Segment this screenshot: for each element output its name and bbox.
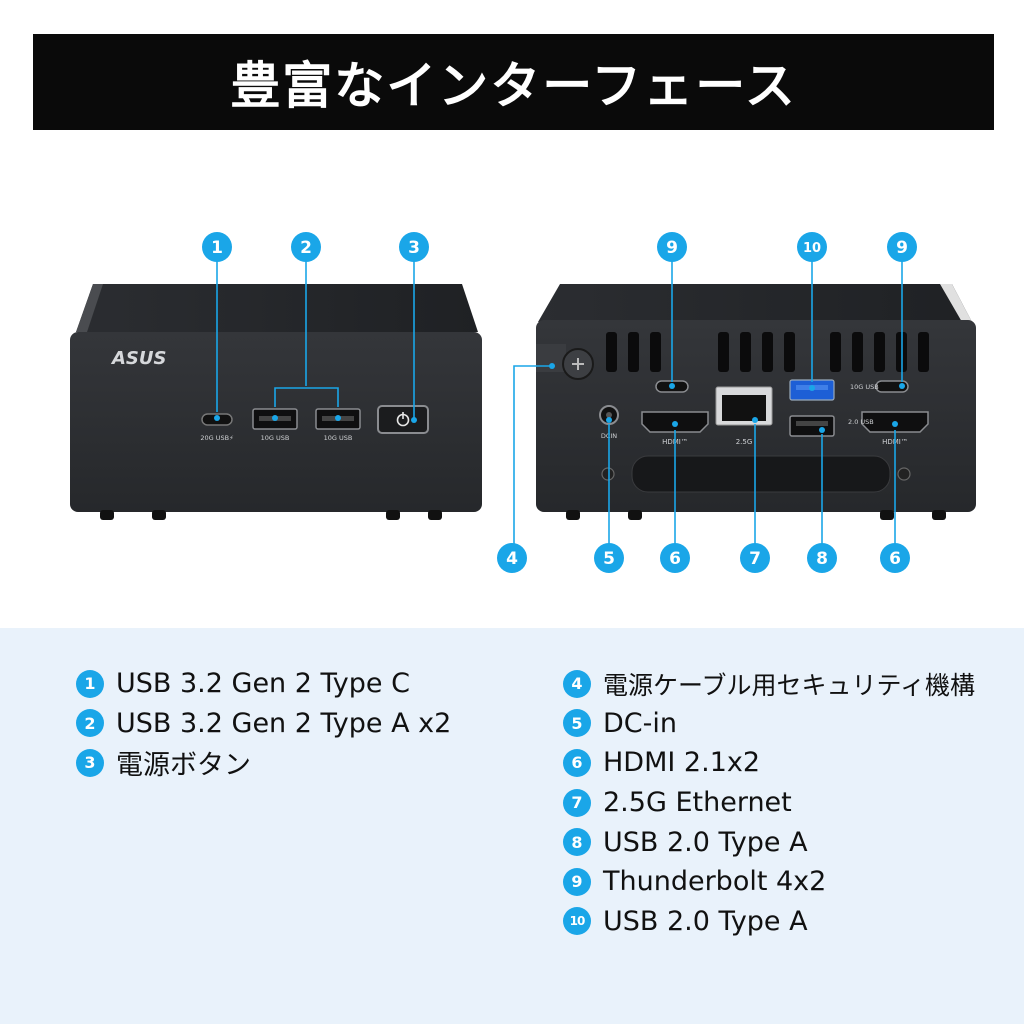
callout-badge: 5 xyxy=(594,543,624,573)
legend-number-badge: 8 xyxy=(563,828,591,857)
callout-badge: 2 xyxy=(291,232,321,262)
legend-label: USB 3.2 Gen 2 Type C xyxy=(116,668,410,700)
port-label: 20G USB⚡ xyxy=(200,434,234,442)
legend-column-left: 1 USB 3.2 Gen 2 Type C 2 USB 3.2 Gen 2 T… xyxy=(76,664,451,783)
callout-badge: 3 xyxy=(399,232,429,262)
svg-text:9: 9 xyxy=(896,238,908,258)
svg-text:10: 10 xyxy=(803,241,821,256)
page-title: 豊富なインターフェース xyxy=(33,34,994,130)
svg-text:6: 6 xyxy=(669,549,681,569)
legend-item: 1 USB 3.2 Gen 2 Type C xyxy=(76,664,451,704)
legend-label: 電源ボタン xyxy=(116,750,251,782)
legend-item: 3 電源ボタン xyxy=(76,743,451,783)
security-lock-bracket xyxy=(536,344,566,372)
legend-column-right: 4 電源ケーブル用セキュリティ機構 5 DC-in 6 HDMI 2.1x2 7… xyxy=(563,664,975,941)
callout-lines xyxy=(216,260,903,544)
expansion-cover xyxy=(631,455,891,493)
legend-number-badge: 2 xyxy=(76,709,104,738)
callout-badge: 9 xyxy=(887,232,917,262)
svg-text:6: 6 xyxy=(889,549,901,569)
legend-label: USB 3.2 Gen 2 Type A x2 xyxy=(116,707,452,739)
legend-number-badge: 9 xyxy=(563,867,591,896)
port-label: 2.0 USB xyxy=(848,418,874,426)
rear-view-device: 10G USB DCIN HDMI™ HDMI™ 2.5G 2.0 USB xyxy=(536,284,976,520)
port-label: 10G USB xyxy=(261,434,290,442)
legend-item: 5 DC-in xyxy=(563,704,975,744)
vent-grille xyxy=(606,332,929,372)
legend-label: USB 2.0 Type A xyxy=(603,905,808,937)
legend-number-badge: 6 xyxy=(563,748,591,777)
legend-item: 7 2.5G Ethernet xyxy=(563,783,975,823)
callout-dots xyxy=(214,363,905,433)
callout-badge: 6 xyxy=(660,543,690,573)
legend-number-badge: 10 xyxy=(563,907,591,936)
legend-label: 2.5G Ethernet xyxy=(603,787,792,819)
front-top-panel xyxy=(76,284,478,332)
legend-label: DC-in xyxy=(603,707,677,739)
legend-item: 10 USB 2.0 Type A xyxy=(563,902,975,942)
svg-text:9: 9 xyxy=(666,238,678,258)
rear-top-panel xyxy=(538,284,972,322)
legend-number-badge: 5 xyxy=(563,709,591,738)
thunderbolt-port xyxy=(875,380,909,393)
port-label: 2.5G xyxy=(736,438,753,446)
legend-panel: 1 USB 3.2 Gen 2 Type C 2 USB 3.2 Gen 2 T… xyxy=(0,628,1024,1024)
svg-text:8: 8 xyxy=(816,549,828,569)
svg-text:2: 2 xyxy=(300,238,312,258)
callout-badge: 7 xyxy=(740,543,770,573)
legend-label: USB 2.0 Type A xyxy=(603,826,808,858)
svg-text:4: 4 xyxy=(506,549,518,569)
legend-label: 電源ケーブル用セキュリティ機構 xyxy=(603,670,976,700)
legend-item: 6 HDMI 2.1x2 xyxy=(563,743,975,783)
svg-text:7: 7 xyxy=(749,549,761,569)
legend-label: HDMI 2.1x2 xyxy=(603,747,761,779)
legend-item: 9 Thunderbolt 4x2 xyxy=(563,862,975,902)
legend-label: Thunderbolt 4x2 xyxy=(603,866,827,898)
asus-logo: ASUS xyxy=(110,348,166,369)
port-label: 10G USB xyxy=(324,434,353,442)
svg-text:3: 3 xyxy=(408,238,420,258)
legend-number-badge: 3 xyxy=(76,748,104,777)
product-figure: ASUS 20G USB⚡ 10G USB 10G USB xyxy=(70,232,976,573)
power-button xyxy=(377,405,429,434)
callout-badge: 8 xyxy=(807,543,837,573)
callout-badge: 4 xyxy=(497,543,527,573)
front-view-device: ASUS 20G USB⚡ 10G USB 10G USB xyxy=(70,284,482,520)
svg-text:5: 5 xyxy=(603,549,615,569)
legend-item: 2 USB 3.2 Gen 2 Type A x2 xyxy=(76,704,451,744)
legend-item: 4 電源ケーブル用セキュリティ機構 xyxy=(563,664,975,704)
callout-badge: 1 xyxy=(202,232,232,262)
legend-number-badge: 7 xyxy=(563,788,591,817)
callout-badge: 10 xyxy=(797,232,827,262)
legend-number-badge: 1 xyxy=(76,669,104,698)
legend-number-badge: 4 xyxy=(563,669,591,698)
svg-text:1: 1 xyxy=(211,238,223,258)
legend-item: 8 USB 2.0 Type A xyxy=(563,822,975,862)
callout-badge: 9 xyxy=(657,232,687,262)
port-label: 10G USB xyxy=(850,383,879,391)
callout-badge: 6 xyxy=(880,543,910,573)
